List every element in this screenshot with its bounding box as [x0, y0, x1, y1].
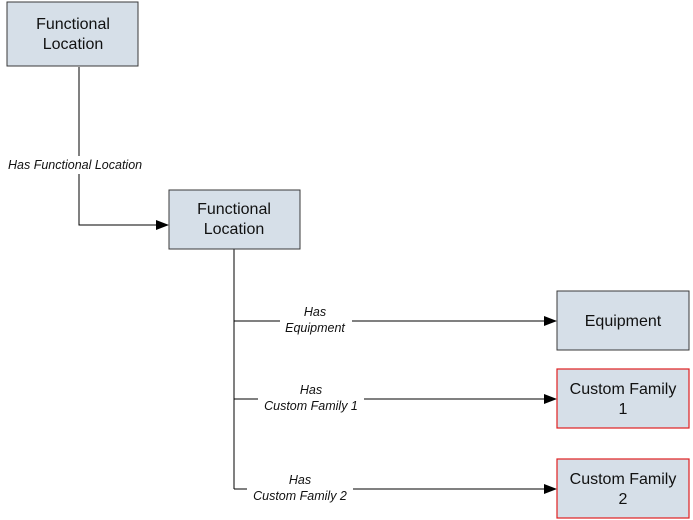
- node-label-line1: Custom Family: [570, 471, 677, 488]
- node-label-line2: Location: [43, 36, 104, 53]
- node-box: [168, 189, 301, 250]
- node-functional-location-top[interactable]: Functional Location: [6, 1, 139, 67]
- edge-label-has-functional-location: Has Functional Location: [8, 158, 142, 172]
- node-label-line1: Equipment: [585, 313, 662, 330]
- edge-label-has: Has: [289, 473, 311, 487]
- node-label-line2: Location: [204, 221, 265, 238]
- node-label-line2: 2: [619, 491, 628, 508]
- arrow-head-icon: [544, 484, 557, 494]
- arrow-head-icon: [156, 220, 169, 230]
- node-box: [6, 1, 139, 67]
- arrow-head-icon: [544, 394, 557, 404]
- edge-label-custom-family-1: Custom Family 1: [264, 399, 358, 413]
- edge-label-equipment: Equipment: [285, 321, 345, 335]
- edge-label-has: Has: [300, 383, 322, 397]
- node-box: [556, 290, 690, 351]
- node-label-line2: 1: [619, 401, 628, 418]
- node-custom-family-1[interactable]: Custom Family 1: [556, 368, 690, 429]
- node-box: [556, 458, 690, 519]
- edge-has-functional-location: Has Functional Location: [6, 67, 169, 230]
- node-label-line1: Functional: [197, 201, 271, 218]
- node-label-line1: Functional: [36, 16, 110, 33]
- arrow-head-icon: [544, 316, 557, 326]
- node-functional-location-child[interactable]: Functional Location: [168, 189, 301, 250]
- edge-has-custom-family-2: Has Custom Family 2: [234, 473, 557, 504]
- edge-has-equipment: Has Equipment: [234, 305, 557, 336]
- edge-label-custom-family-2: Custom Family 2: [253, 489, 347, 503]
- node-label-line1: Custom Family: [570, 381, 677, 398]
- edge-line: [78, 67, 160, 226]
- node-box: [556, 368, 690, 429]
- node-equipment[interactable]: Equipment: [556, 290, 690, 351]
- node-custom-family-2[interactable]: Custom Family 2: [556, 458, 690, 519]
- edge-has-custom-family-1: Has Custom Family 1: [234, 383, 557, 414]
- edge-label-has: Has: [304, 305, 326, 319]
